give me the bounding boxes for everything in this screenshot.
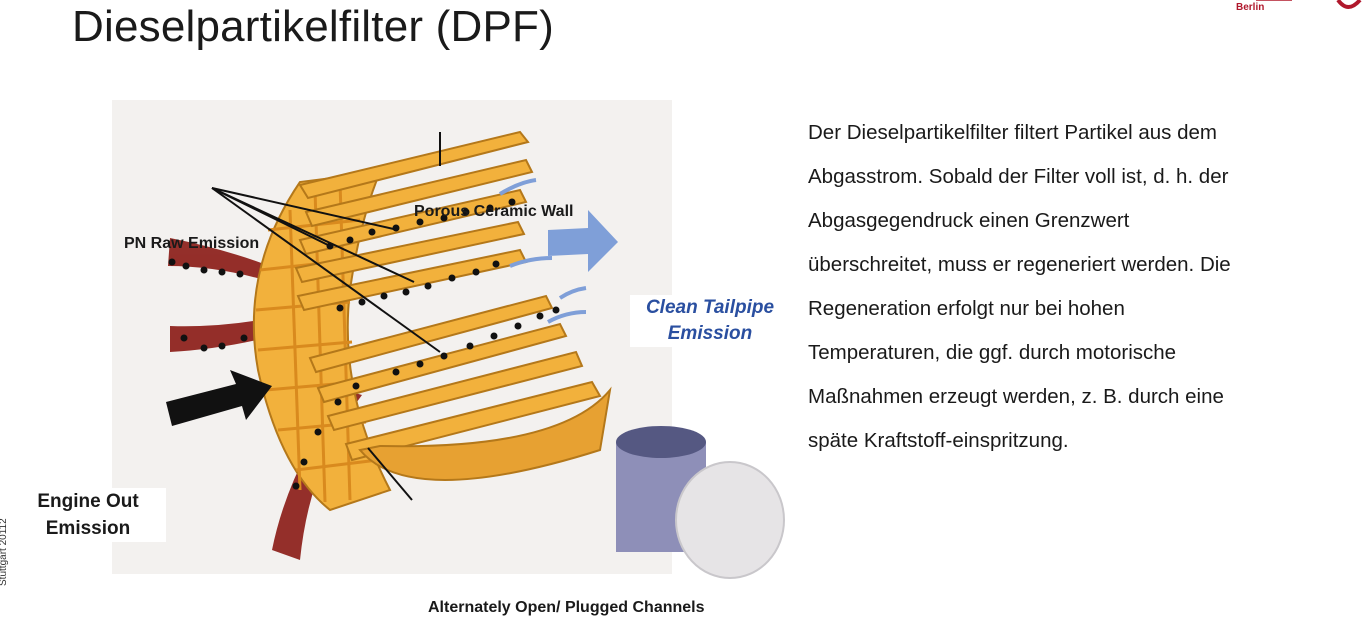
description-text: Der Dieselpartikelfilter filtert Partike…: [808, 111, 1328, 463]
description-line: Der Dieselpartikelfilter filtert Partike…: [808, 121, 1217, 144]
description-line: Temperaturen, die ggf. durch motorische: [808, 341, 1177, 364]
soot-particles: [168, 198, 560, 490]
engine-out-line2: Emission: [45, 518, 131, 539]
description-line: überschreitet, muss er regeneriert werde…: [808, 253, 1231, 276]
channels-line1: Alternately Open/: [428, 599, 561, 616]
dpf-illustration: [112, 100, 785, 579]
engine-out-arrow: [166, 370, 272, 426]
pn-pointer-lines: [211, 132, 441, 501]
clean-tailpipe-label: Clean Tailpipe Emission: [630, 295, 790, 347]
dpf-product-photo: [616, 426, 785, 579]
description-line: späte Kraftstoff-einspritzung.: [808, 429, 1069, 452]
porous-ceramic-wall-label: Porous Ceramic Wall: [414, 203, 574, 220]
engine-out-line1: Engine Out: [37, 491, 139, 512]
dpf-diagram: PN Raw Emission Porous Ceramic Wall Clea…: [0, 90, 800, 616]
page-title: Dieselpartikelfilter (DPF): [72, 2, 554, 51]
clean-exhaust-arrow: [548, 210, 618, 272]
engine-out-label: Engine Out Emission: [10, 488, 166, 542]
clean-tailpipe-line1: Clean Tailpipe: [645, 297, 775, 318]
pn-raw-emission-label: PN Raw Emission: [124, 235, 260, 252]
description-line: Maßnahmen erzeugt werden, z. B. durch ei…: [808, 385, 1224, 408]
channels-line2: Plugged Channels: [564, 599, 705, 616]
description-line: Regeneration erfolgt nur bei hohen: [808, 297, 1125, 320]
clean-tailpipe-line2: Emission: [667, 323, 753, 344]
description-line: Abgasgegendruck einen Grenzwert: [808, 209, 1130, 232]
description-line: Abgasstrom. Sobald der Filter voll ist, …: [808, 165, 1229, 188]
channels-label: Alternately Open/ Plugged Channels: [428, 597, 705, 618]
university-logo: [1256, 0, 1362, 9]
logo-text: Berlin: [1236, 2, 1265, 13]
clean-flow-arrows: [498, 178, 587, 324]
